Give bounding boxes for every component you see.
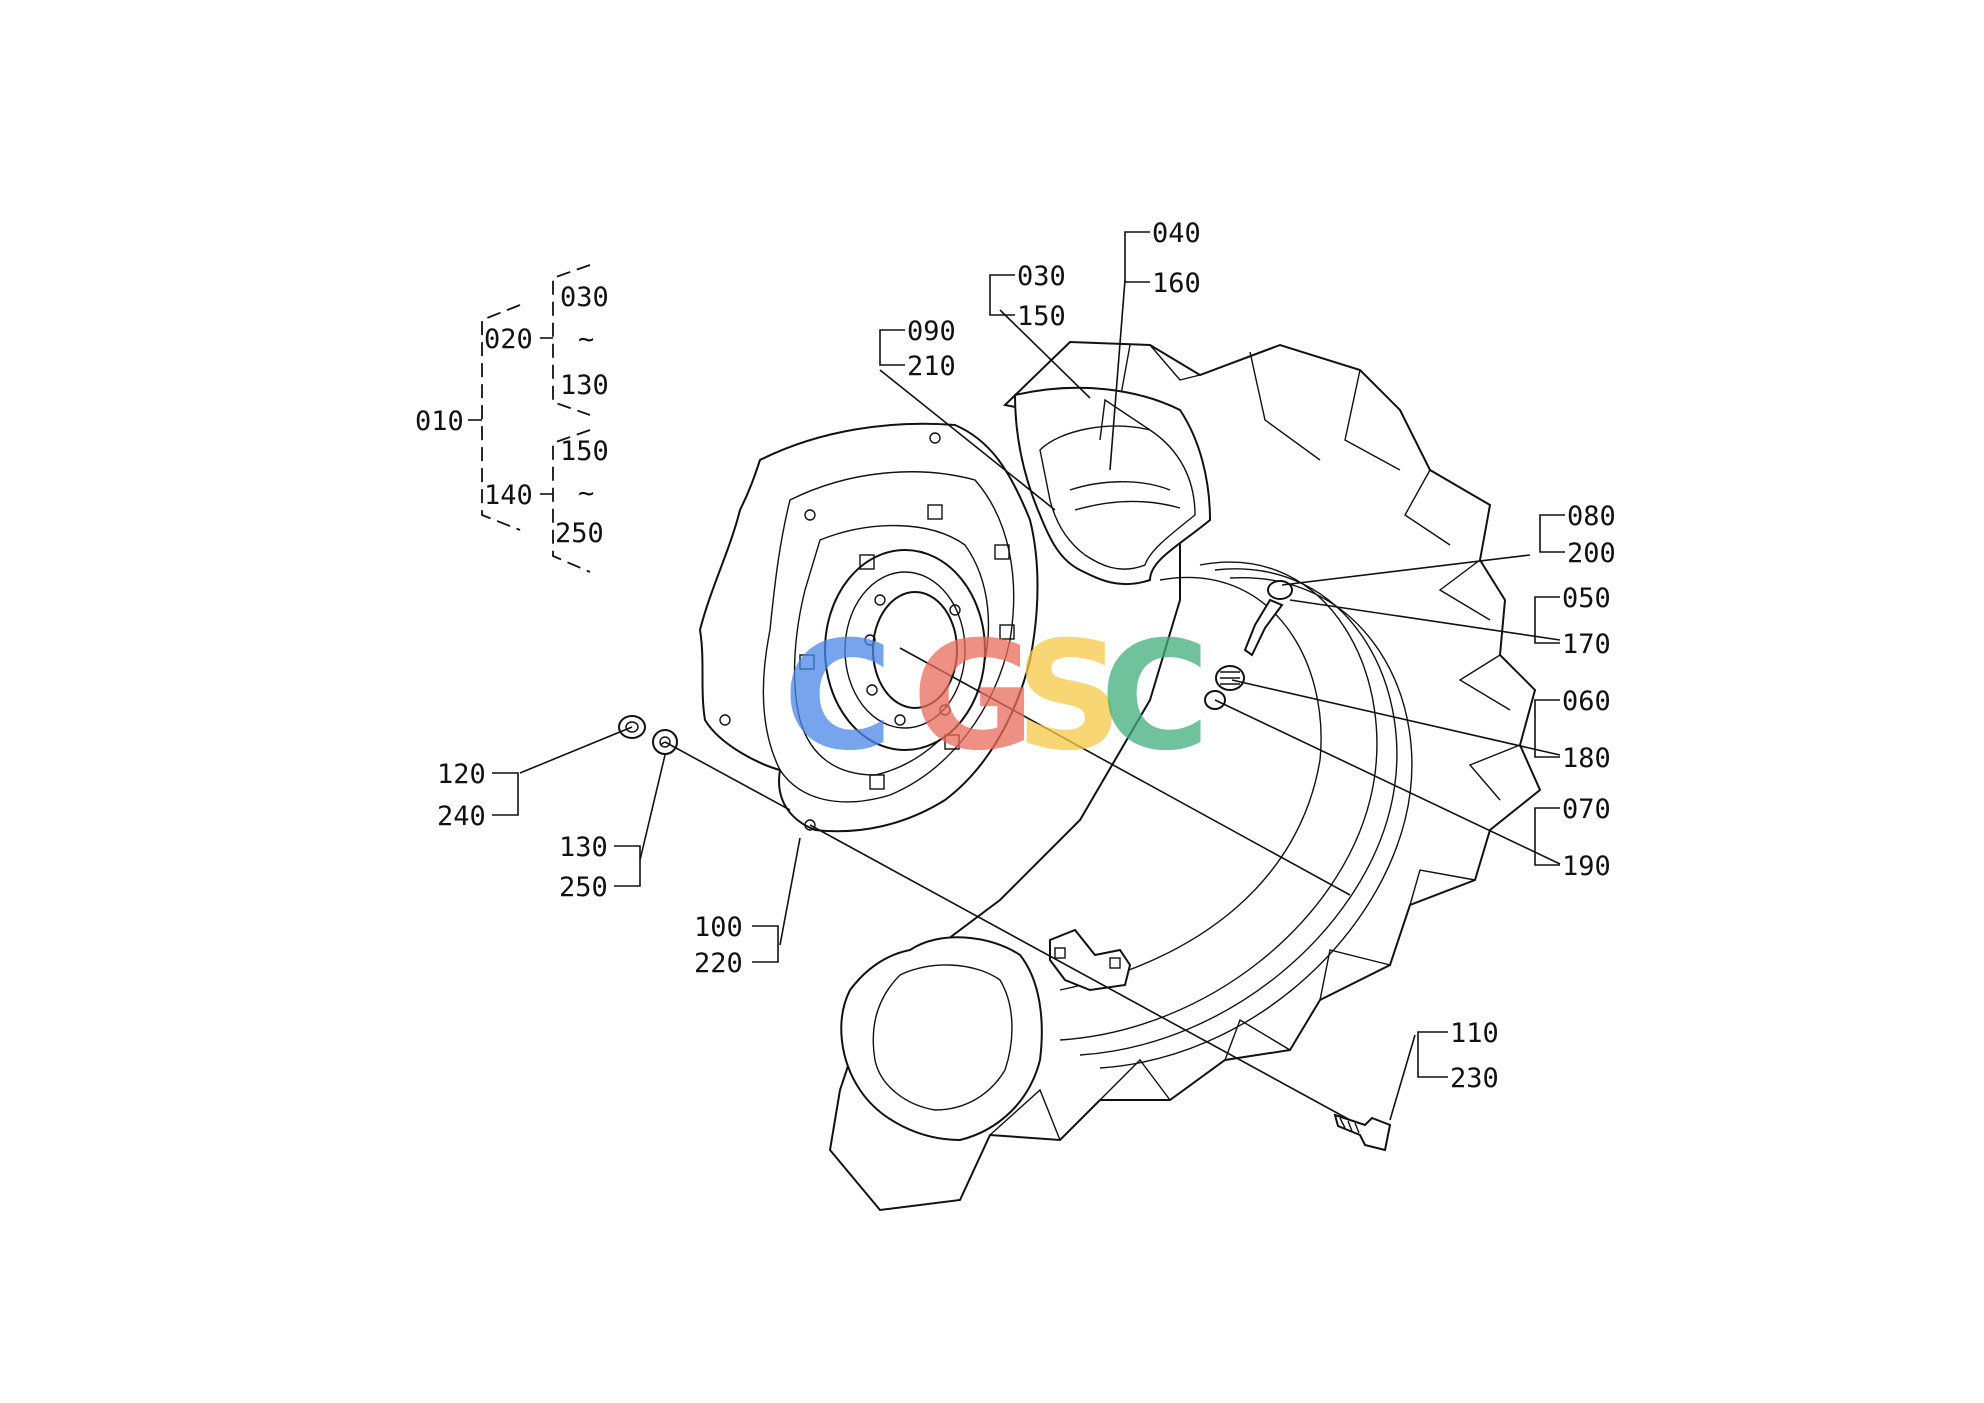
tree-sep-a: ~ bbox=[578, 324, 594, 355]
callout-210: 210 bbox=[907, 351, 956, 382]
callout-100: 100 bbox=[694, 912, 743, 943]
tire-valve bbox=[1204, 580, 1293, 710]
upper-wheel-weight bbox=[1013, 386, 1212, 586]
tree-label-250: 250 bbox=[555, 518, 604, 549]
callout-090: 090 bbox=[907, 316, 956, 347]
callout-120: 120 bbox=[437, 759, 486, 790]
watermark-letter-4: C bbox=[1100, 610, 1210, 784]
callout-240: 240 bbox=[437, 801, 486, 832]
watermark: C G S C bbox=[783, 610, 1210, 784]
tree-label-130: 130 bbox=[560, 370, 609, 401]
callout-200: 200 bbox=[1567, 538, 1616, 569]
bolt-110 bbox=[1333, 1113, 1392, 1152]
callout-030: 030 bbox=[1017, 261, 1066, 292]
tree-label-020: 020 bbox=[484, 324, 533, 355]
labels: 010 020 030 ~ 130 140 150 ~ 250 040 160 … bbox=[415, 218, 1616, 1094]
watermark-letter-3: S bbox=[1015, 610, 1123, 784]
callout-160: 160 bbox=[1152, 268, 1201, 299]
watermark-letter-2: G bbox=[912, 610, 1035, 784]
tree-label-140: 140 bbox=[484, 480, 533, 511]
callout-230: 230 bbox=[1450, 1063, 1499, 1094]
callout-170: 170 bbox=[1562, 629, 1611, 660]
callout-150: 150 bbox=[1017, 301, 1066, 332]
tree-label-010: 010 bbox=[415, 406, 464, 437]
callout-080: 080 bbox=[1567, 501, 1616, 532]
callout-220: 220 bbox=[694, 948, 743, 979]
parts-tree bbox=[468, 264, 591, 573]
callout-250: 250 bbox=[559, 872, 608, 903]
callout-190: 190 bbox=[1562, 851, 1611, 882]
callout-040: 040 bbox=[1152, 218, 1201, 249]
lower-wheel-weight bbox=[840, 928, 1132, 1142]
tree-sep-b: ~ bbox=[578, 478, 594, 509]
callout-180: 180 bbox=[1562, 743, 1611, 774]
watermark-letter-1: C bbox=[783, 610, 893, 784]
tree-label-150: 150 bbox=[560, 436, 609, 467]
tree-label-030: 030 bbox=[560, 282, 609, 313]
callout-130: 130 bbox=[559, 832, 608, 863]
callout-brackets bbox=[492, 231, 1565, 1078]
callout-070: 070 bbox=[1562, 794, 1611, 825]
callout-060: 060 bbox=[1562, 686, 1611, 717]
callout-050: 050 bbox=[1562, 583, 1611, 614]
leader-lines bbox=[519, 279, 1561, 1121]
callout-110: 110 bbox=[1450, 1018, 1499, 1049]
